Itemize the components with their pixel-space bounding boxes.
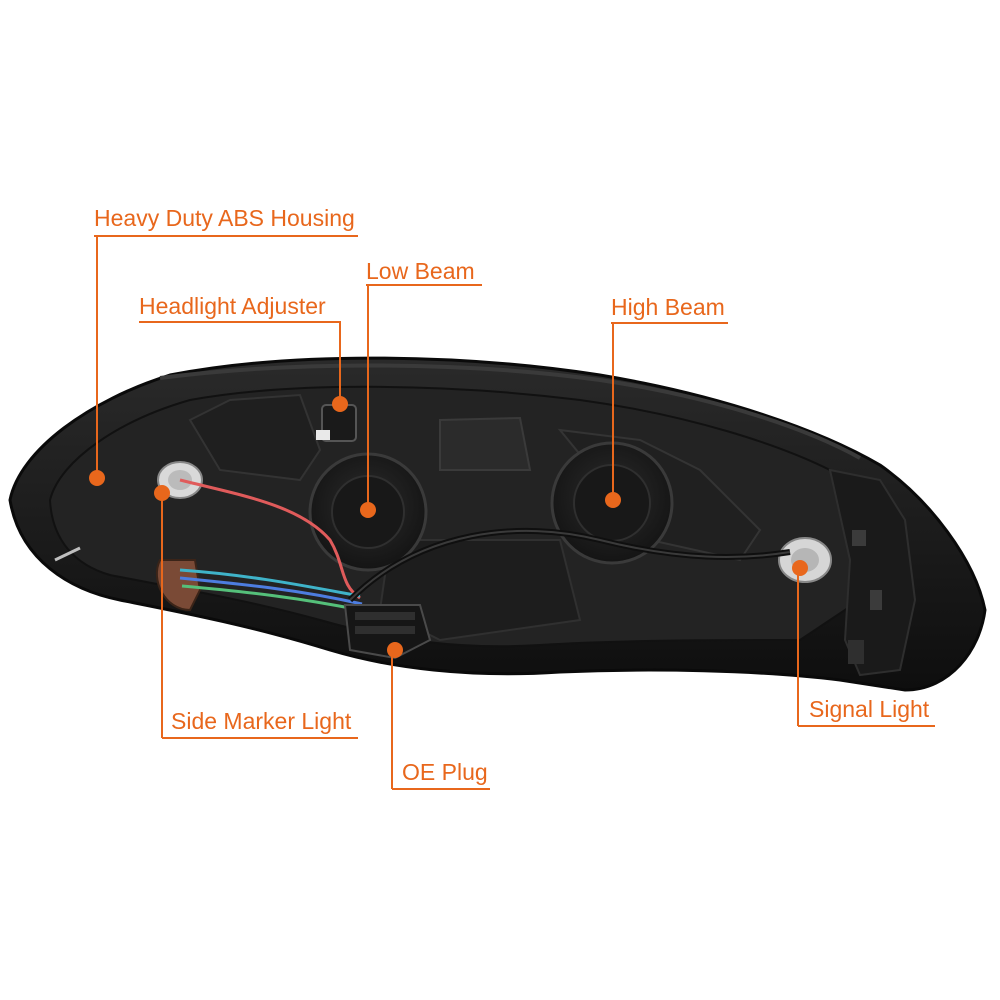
callout-dot-side-marker	[154, 485, 170, 501]
callout-label-high-beam: High Beam	[611, 294, 725, 320]
callout-leaders	[94, 235, 935, 790]
callout-label-signal: Signal Light	[809, 696, 930, 722]
mount-bracket	[828, 468, 917, 677]
callout-label-oe-plug: OE Plug	[402, 759, 488, 785]
callout-label-adjuster: Headlight Adjuster	[139, 293, 326, 319]
callout-dots	[89, 396, 808, 658]
callout-label-housing: Heavy Duty ABS Housing	[94, 205, 355, 231]
callout-dot-high-beam	[605, 492, 621, 508]
callout-dot-oe-plug	[387, 642, 403, 658]
callout-label-low-beam: Low Beam	[366, 258, 475, 284]
callout-label-side-marker: Side Marker Light	[171, 708, 352, 734]
callout-dot-signal	[792, 560, 808, 576]
callout-dot-housing	[89, 470, 105, 486]
callout-dot-low-beam	[360, 502, 376, 518]
callout-dot-adjuster	[332, 396, 348, 412]
